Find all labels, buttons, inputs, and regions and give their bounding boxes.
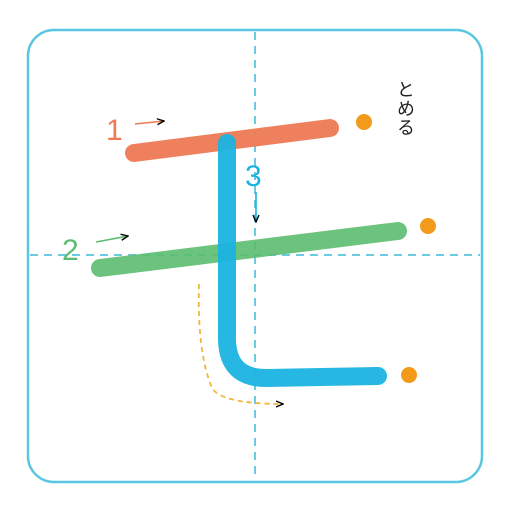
stroke-2 <box>91 222 407 277</box>
stroke-2-number: 2 <box>62 234 79 267</box>
stroke-2-direction-arrow <box>95 236 128 243</box>
stop-annotation: とめる <box>394 80 415 137</box>
stroke-1-end-dot <box>356 114 372 130</box>
stroke-3-end-dot <box>401 367 417 383</box>
stroke-1-direction-arrow <box>134 121 164 124</box>
stroke-2-end-dot <box>420 218 436 234</box>
stroke-3 <box>218 134 387 387</box>
stroke-1-number: 1 <box>106 114 123 147</box>
stroke-3-number: 3 <box>245 160 262 193</box>
stroke-3-path-arrow <box>197 283 283 404</box>
